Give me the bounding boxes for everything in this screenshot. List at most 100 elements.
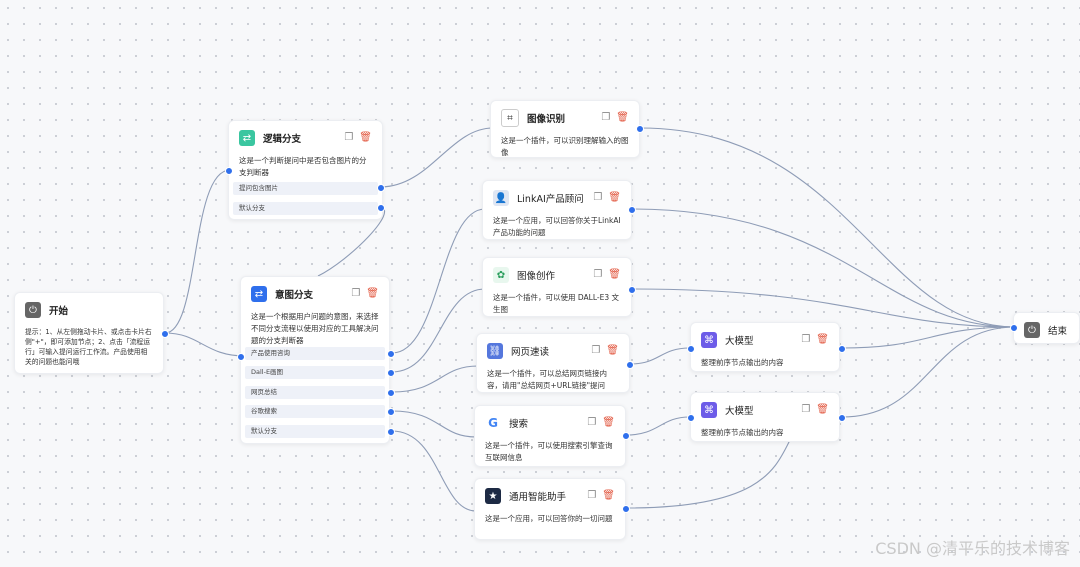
edge-llm1-end bbox=[841, 326, 1016, 349]
node-description: 这是一个插件，可以使用 DALL-E3 文生图 bbox=[493, 293, 619, 314]
port-search-out[interactable] bbox=[622, 432, 630, 440]
edge-intent-imgcreate bbox=[391, 288, 486, 373]
edge-intent-webread bbox=[391, 365, 479, 393]
trash-icon[interactable]: 🗑 bbox=[608, 269, 621, 280]
trash-icon[interactable]: 🗑 bbox=[608, 192, 621, 203]
copy-icon[interactable]: ❐ bbox=[587, 490, 597, 501]
branch-option: Dall-E画图 bbox=[245, 366, 385, 379]
branch-option: 默认分支 bbox=[245, 425, 385, 438]
node-title: 搜索 bbox=[509, 419, 529, 430]
node-logic-branch[interactable]: ⇄ 逻辑分支 ❐ 🗑 这是一个判断提问中是否包含图片的分支判断器 提问包含图片 默… bbox=[228, 120, 383, 220]
port-logic-out-2[interactable] bbox=[377, 204, 385, 212]
port-start-out[interactable] bbox=[161, 330, 169, 338]
port-logic-out-1[interactable] bbox=[377, 184, 385, 192]
node-title: 大模型 bbox=[725, 336, 754, 347]
node-search[interactable]: G 搜索 ❐ 🗑 这是一个插件，可以使用搜索引擎查询互联网信息 bbox=[474, 405, 626, 467]
copy-icon[interactable]: ❐ bbox=[593, 192, 603, 203]
node-description: 这是一个插件，可以总结网页链接内容，请用"总结网页+URL链接"提问 bbox=[487, 369, 607, 390]
edge-start-intent bbox=[164, 332, 246, 357]
node-image-creation[interactable]: ✿ 图像创作 ❐🗑 这是一个插件，可以使用 DALL-E3 文生图 bbox=[482, 257, 632, 317]
port-image-recog-out[interactable] bbox=[636, 125, 644, 133]
port-intent-out-4[interactable] bbox=[387, 408, 395, 416]
branch-option: 网页总结 bbox=[245, 386, 385, 399]
node-description: 这是一个插件，可以使用搜索引擎查询互联网信息 bbox=[485, 441, 613, 462]
port-web-read-out[interactable] bbox=[626, 361, 634, 369]
model-icon: ⌘ bbox=[701, 402, 717, 418]
copy-icon[interactable]: ❐ bbox=[344, 132, 354, 143]
node-title: 逻辑分支 bbox=[263, 134, 302, 145]
node-llm-1[interactable]: ⌘ 大模型 ❐🗑 整理前序节点输出的内容 bbox=[690, 322, 840, 372]
copy-icon[interactable]: ❐ bbox=[351, 288, 361, 299]
edge-imgcreate-end bbox=[631, 288, 1016, 328]
node-description: 这是一个插件，可以识别理解输入的图像 bbox=[501, 136, 629, 157]
node-title: 图像识别 bbox=[527, 114, 566, 125]
port-intent-in[interactable] bbox=[237, 353, 245, 361]
copy-icon[interactable]: ❐ bbox=[801, 334, 811, 345]
port-intent-out-1[interactable] bbox=[387, 350, 395, 358]
link-icon: ⛓ bbox=[487, 343, 503, 359]
model-icon: ⌘ bbox=[701, 332, 717, 348]
node-llm-2[interactable]: ⌘ 大模型 ❐ 🗑 整理前序节点输出的内容 bbox=[690, 392, 840, 442]
port-logic-in[interactable] bbox=[225, 167, 233, 175]
port-llm2-out[interactable] bbox=[838, 414, 846, 422]
port-llm1-out[interactable] bbox=[838, 345, 846, 353]
trash-icon[interactable]: 🗑 bbox=[616, 112, 629, 123]
edge-logic-image bbox=[379, 127, 494, 188]
power-icon: ⏻ bbox=[25, 302, 41, 318]
branch-option: 谷歌搜索 bbox=[245, 405, 385, 418]
port-llm1-in[interactable] bbox=[687, 345, 695, 353]
port-intent-out-5[interactable] bbox=[387, 428, 395, 436]
trash-icon[interactable]: 🗑 bbox=[602, 417, 615, 428]
port-intent-out-3[interactable] bbox=[387, 389, 395, 397]
port-image-create-out[interactable] bbox=[628, 286, 636, 294]
trash-icon[interactable]: 🗑 bbox=[816, 334, 829, 345]
edge-image-end bbox=[639, 127, 1016, 328]
edge-start-logic bbox=[164, 169, 231, 334]
avatar-icon: 👤 bbox=[493, 190, 509, 206]
node-general-assistant[interactable]: ★ 通用智能助手 ❐ 🗑 这是一个应用，可以回答你的一切问题 bbox=[474, 478, 626, 540]
copy-icon[interactable]: ❐ bbox=[591, 345, 601, 356]
node-image-recognition[interactable]: ⌗ 图像识别 ❐🗑 这是一个插件，可以识别理解输入的图像 bbox=[490, 100, 640, 158]
port-intent-out-2[interactable] bbox=[387, 369, 395, 377]
copy-icon[interactable]: ❐ bbox=[801, 404, 811, 415]
node-description: 提示：1、从左侧拖动卡片、或点击卡片右侧"+"，即可添加节点；2、点击「流程运行… bbox=[25, 328, 152, 366]
node-intent-branch[interactable]: ⇄ 意图分支 ❐🗑 这是一个根据用户问题的意图，来选择不同分支流程以使用对应的工… bbox=[240, 276, 390, 444]
node-start[interactable]: ⏻ 开始 提示：1、从左侧拖动卡片、或点击卡片右侧"+"，即可添加节点；2、点击… bbox=[14, 292, 164, 374]
branch-option: 提问包含图片 bbox=[233, 182, 378, 195]
avatar-icon: ★ bbox=[485, 488, 501, 504]
node-title: 结束 bbox=[1048, 326, 1068, 337]
copy-icon[interactable]: ❐ bbox=[601, 112, 611, 123]
trash-icon[interactable]: 🗑 bbox=[359, 132, 372, 143]
copy-icon[interactable]: ❐ bbox=[593, 269, 603, 280]
edge-llm2-end bbox=[841, 326, 1016, 418]
palette-icon: ✿ bbox=[493, 267, 509, 283]
port-end-in[interactable] bbox=[1010, 324, 1018, 332]
port-linkai-out[interactable] bbox=[628, 206, 636, 214]
node-title: 大模型 bbox=[725, 406, 754, 417]
google-icon: G bbox=[485, 415, 501, 431]
branch-option: 产品使用咨询 bbox=[245, 347, 385, 360]
node-description: 这是一个应用，可以回答你的一切问题 bbox=[485, 514, 613, 523]
branch-option: 默认分支 bbox=[233, 202, 378, 215]
trash-icon[interactable]: 🗑 bbox=[602, 490, 615, 501]
port-general-out[interactable] bbox=[622, 505, 630, 513]
node-description: 这是一个根据用户问题的意图，来选择不同分支流程以使用对应的工具解决问题的分支判断… bbox=[251, 312, 379, 345]
copy-icon[interactable]: ❐ bbox=[587, 417, 597, 428]
node-description: 整理前序节点输出的内容 bbox=[701, 428, 784, 437]
port-llm2-in[interactable] bbox=[687, 414, 695, 422]
trash-icon[interactable]: 🗑 bbox=[366, 288, 379, 299]
node-web-read[interactable]: ⛓ 网页速读 ❐🗑 这是一个插件，可以总结网页链接内容，请用"总结网页+URL链… bbox=[476, 333, 630, 393]
edge-intent-search bbox=[391, 410, 477, 438]
edge-search-llm2 bbox=[625, 416, 691, 436]
edge-intent-linkai bbox=[391, 208, 486, 354]
trash-icon[interactable]: 🗑 bbox=[816, 404, 829, 415]
branch-icon: ⇄ bbox=[239, 130, 255, 146]
node-title: 通用智能助手 bbox=[509, 492, 567, 503]
node-description: 这是一个判断提问中是否包含图片的分支判断器 bbox=[239, 156, 367, 177]
node-end[interactable]: ⏻ 结束 bbox=[1013, 312, 1080, 344]
node-title: 开始 bbox=[49, 306, 69, 317]
node-linkai-advisor[interactable]: 👤 LinkAI产品顾问 ❐🗑 这是一个应用，可以回答你关于LinkAI产品功能… bbox=[482, 180, 632, 240]
power-icon: ⏻ bbox=[1024, 322, 1040, 338]
edge-general-end bbox=[625, 439, 791, 509]
trash-icon[interactable]: 🗑 bbox=[606, 345, 619, 356]
